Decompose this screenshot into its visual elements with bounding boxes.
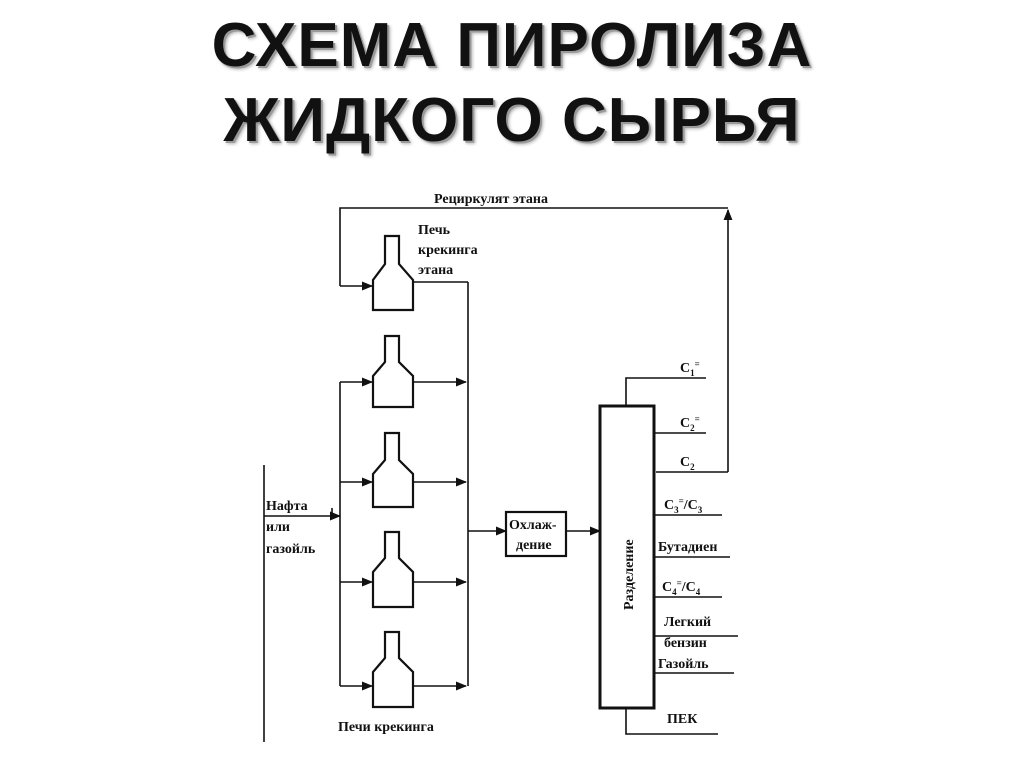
cracking-furnace-2 <box>340 431 468 509</box>
cooling-label-line1: Охлаж- <box>509 518 557 533</box>
product-c1-label: C1= <box>680 359 700 378</box>
cracking-furnace-3 <box>340 530 468 609</box>
cooling-box <box>504 510 568 558</box>
product-pek-label: ПЕК <box>667 712 698 727</box>
product-pek-line <box>625 708 718 735</box>
product-light-gasoline-label-line1: Легкий <box>664 615 711 630</box>
cooling-label-line2: дение <box>516 538 552 553</box>
separation-label: Разделение <box>622 539 637 610</box>
product-light-gasoline-label-line2: бензин <box>664 636 707 651</box>
ethane-furnace <box>371 234 415 312</box>
product-c3-label: C3=/C3 <box>664 496 703 515</box>
product-c4-label: C4=/C4 <box>662 578 701 597</box>
cracking-furnaces-label: Печи крекинга <box>338 720 434 735</box>
feed-label-line3: газойль <box>266 542 316 557</box>
slide-title-line1: СХЕМА ПИРОЛИЗА <box>211 11 813 80</box>
cracking-furnace-1 <box>340 334 468 409</box>
ethane-furnace-label-line3: этана <box>418 263 453 278</box>
product-butadiene-label: Бутадиен <box>658 540 717 555</box>
feed-label-line1: Нафта <box>266 499 308 514</box>
cracking-furnace-4 <box>340 630 468 709</box>
product-c2-label: C2= <box>680 414 700 433</box>
feed-label-line2: или <box>266 520 290 535</box>
product-gasoil-label: Газойль <box>658 657 709 672</box>
recycle-label: Рециркулят этана <box>434 192 548 207</box>
product-c2b-label: C2 <box>680 455 695 472</box>
product-c1-line <box>625 377 706 406</box>
recycle-top-line <box>339 207 728 286</box>
ethane-furnace-label-line1: Печь <box>418 223 451 238</box>
slide-title-line2: ЖИДКОГО СЫРЬЯ <box>223 86 801 155</box>
ethane-furnace-label-line2: крекинга <box>418 243 478 258</box>
